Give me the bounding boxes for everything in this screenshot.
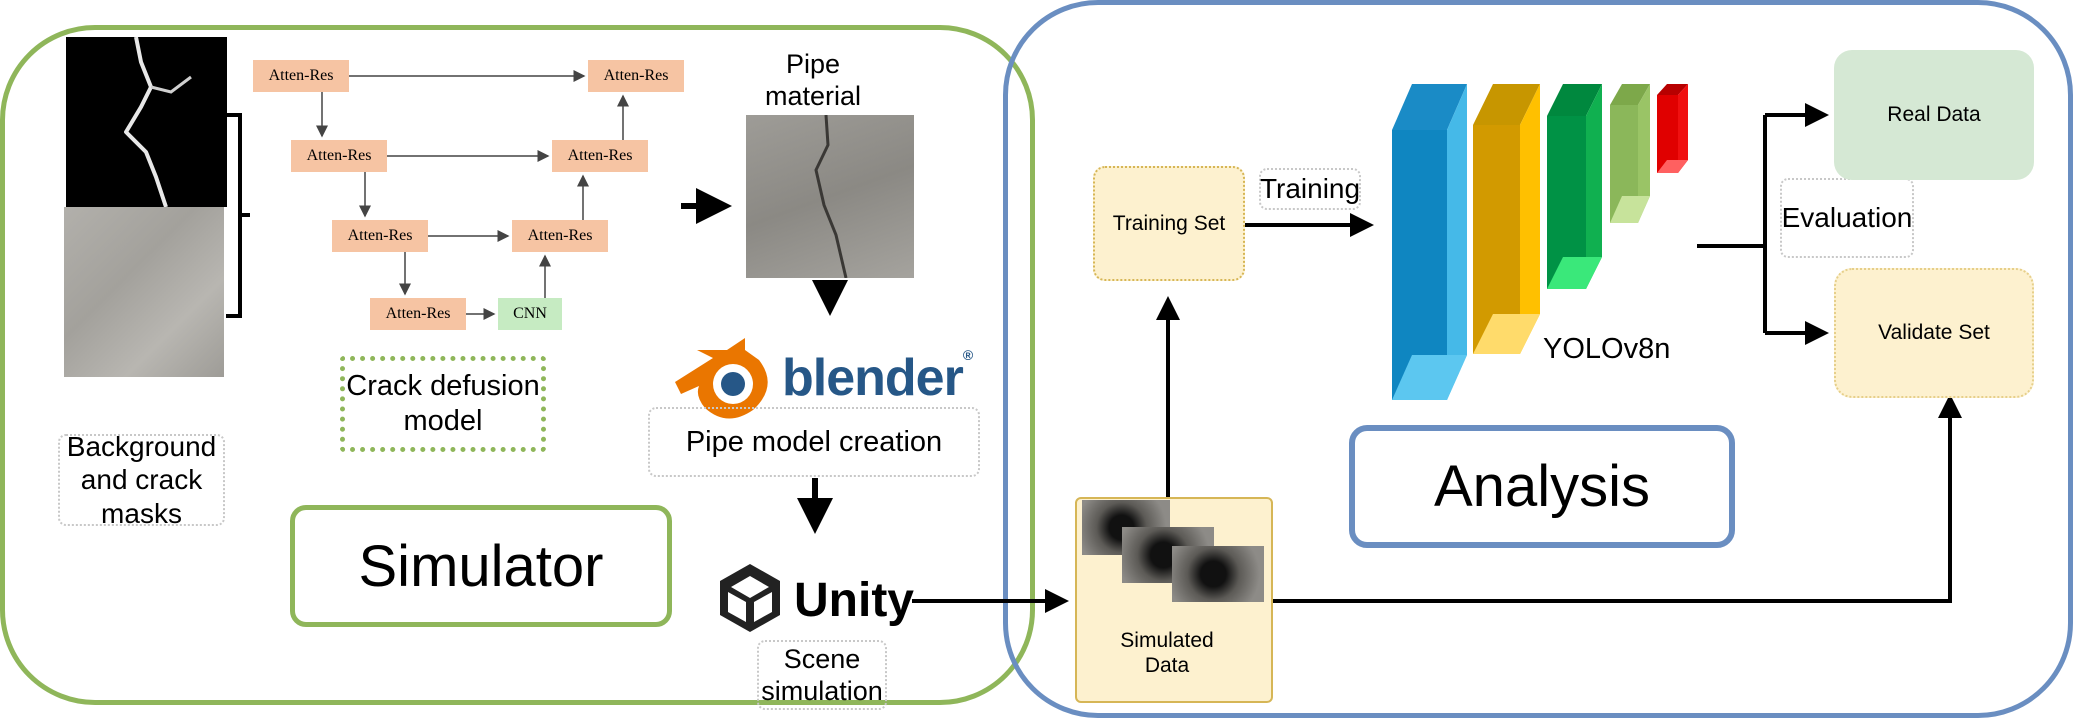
validate-set-box: Validate Set xyxy=(1834,268,2034,398)
simulator-panel xyxy=(0,25,1035,705)
blender-trademark: ® xyxy=(962,347,973,363)
pipe-material-image xyxy=(746,115,914,278)
pipe-model-label: Pipe model creation xyxy=(648,407,980,477)
atten-res-block: Atten-Res xyxy=(332,220,428,252)
scene-simulation-label: Scene simulation xyxy=(757,640,887,710)
crack-mask-image xyxy=(66,37,227,207)
simulated-data-label: Simulated Data xyxy=(1120,629,1214,678)
atten-res-block: Atten-Res xyxy=(253,60,349,92)
atten-res-block: Atten-Res xyxy=(370,298,466,330)
atten-res-block: Atten-Res xyxy=(512,220,608,252)
background-mask-label: Background and crack masks xyxy=(58,431,225,529)
training-set-box: Training Set xyxy=(1093,166,1245,281)
real-data-box: Real Data xyxy=(1834,50,2034,180)
pipe-material-label: Pipe material xyxy=(764,49,862,112)
yolo-label: YOLOv8n xyxy=(1543,333,1671,365)
atten-res-block: Atten-Res xyxy=(588,60,684,92)
cnn-block: CNN xyxy=(498,298,562,330)
background-texture-image xyxy=(64,207,224,377)
unity-wordmark: Unity xyxy=(794,574,914,627)
training-label: Training xyxy=(1259,168,1361,210)
analysis-title: Analysis xyxy=(1349,425,1735,548)
blender-name: blender xyxy=(782,349,964,407)
analysis-panel xyxy=(1003,0,2073,718)
blender-wordmark: blender® xyxy=(782,347,973,409)
pipe-frame-image xyxy=(1172,546,1264,602)
evaluation-label: Evaluation xyxy=(1780,178,1914,258)
atten-res-block: Atten-Res xyxy=(552,140,648,172)
simulator-title: Simulator xyxy=(290,505,672,627)
atten-res-block: Atten-Res xyxy=(291,140,387,172)
diffusion-model-label: Crack defusion model xyxy=(340,356,546,452)
